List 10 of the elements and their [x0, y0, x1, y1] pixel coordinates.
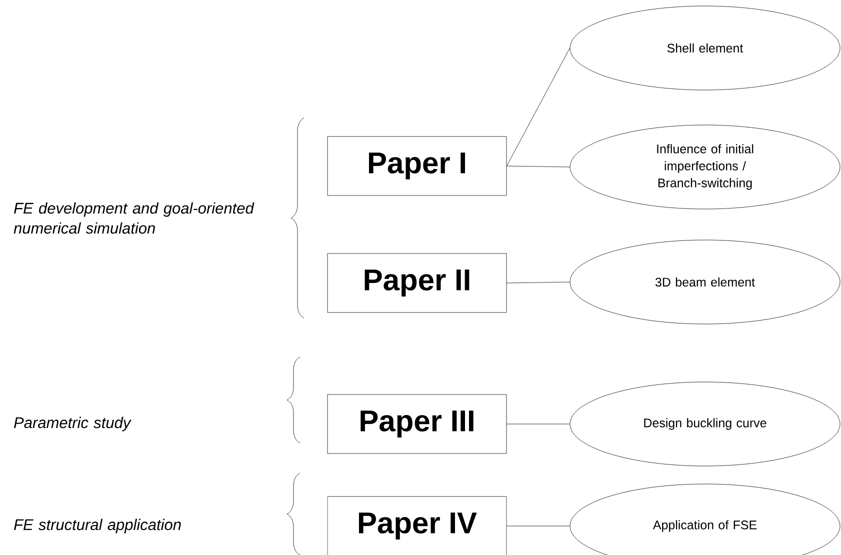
paper-box: Paper IV [327, 496, 507, 555]
category-label: FE structural application [14, 518, 181, 534]
connector-line [506, 166, 570, 168]
category-label: FE development and goal-oriented numerical simulation [14, 202, 254, 234]
connector-line [506, 282, 570, 284]
category-label: Parametric study [14, 416, 132, 432]
paper-box: Paper II [327, 253, 507, 313]
connector-line [506, 48, 570, 166]
paper-box: Paper III [327, 394, 507, 454]
paper-box: Paper I [327, 136, 507, 196]
